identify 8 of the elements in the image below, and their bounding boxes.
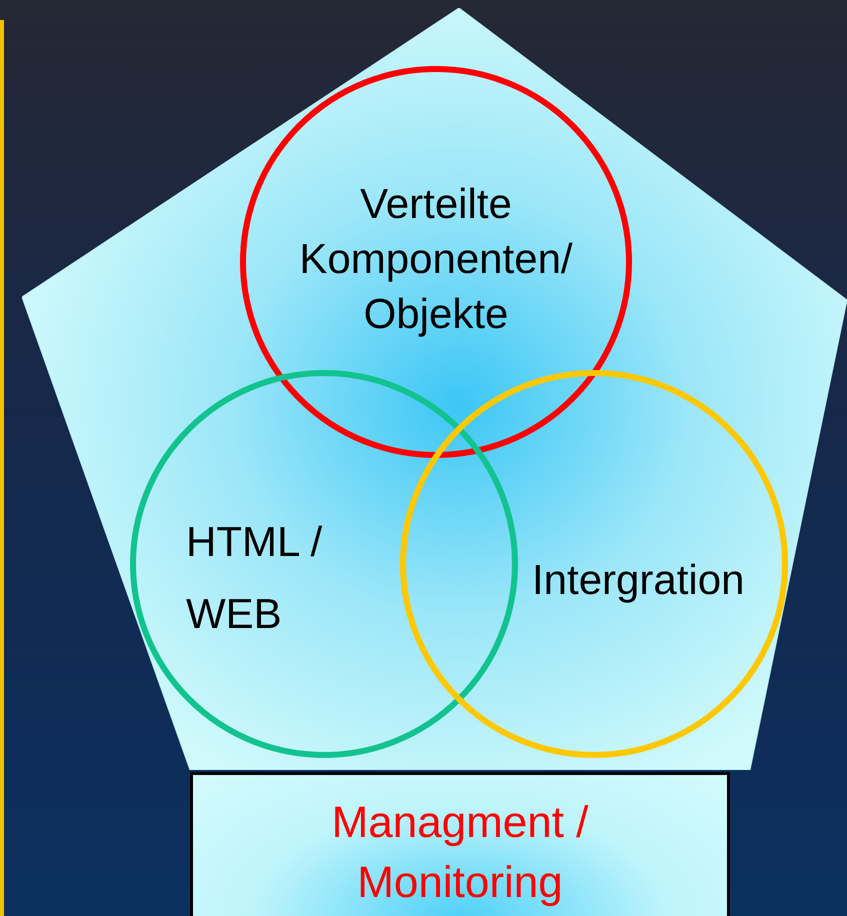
circle-label: Intergration (532, 555, 746, 605)
circle-label: Verteilte Komponenten/ Objekte (298, 179, 574, 339)
box-label: Managment / Monitoring (330, 797, 590, 909)
label-box (190, 772, 730, 916)
venn-circle (240, 66, 632, 458)
circle-label: HTML / WEB (186, 517, 324, 639)
venn-circle (130, 370, 518, 758)
venn-circle (400, 370, 788, 758)
